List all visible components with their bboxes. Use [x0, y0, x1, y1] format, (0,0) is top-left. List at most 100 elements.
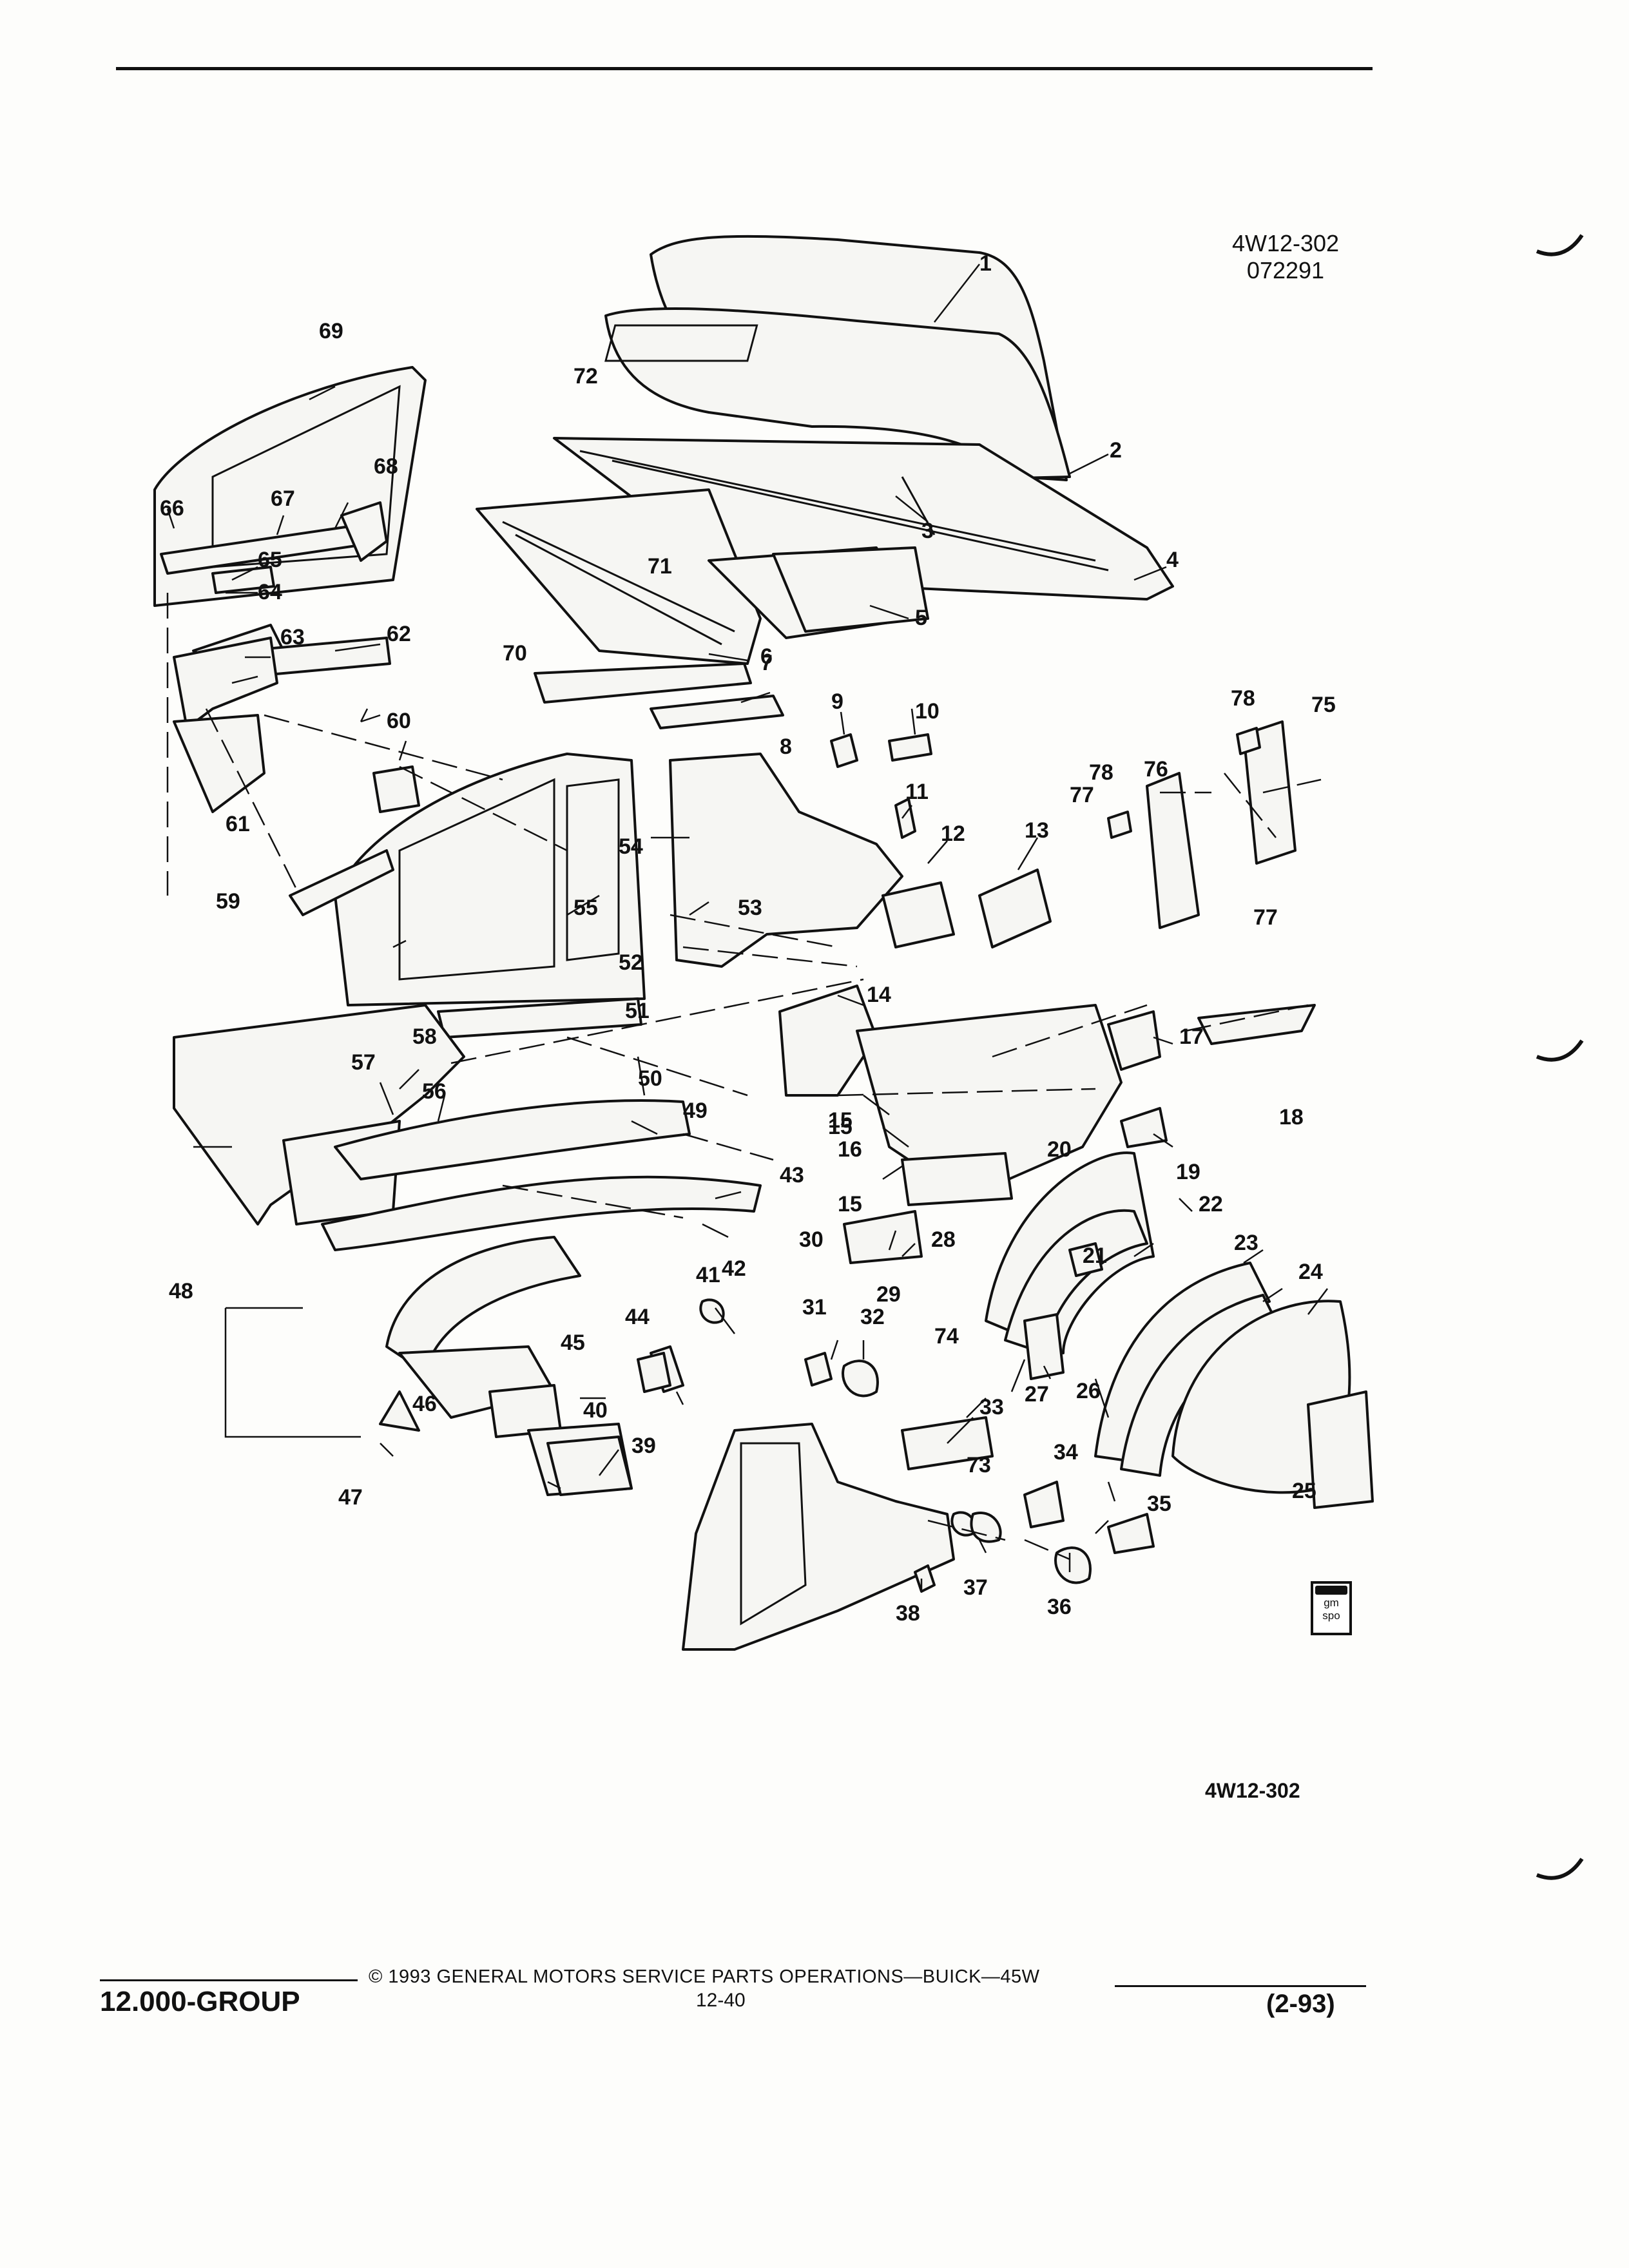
scan-mark-2 [1536, 1039, 1584, 1062]
callout-63: 63 [280, 625, 305, 649]
quarter-inner-group [173, 1004, 762, 1496]
callout-15b: 15 [838, 1192, 862, 1216]
top-rule [116, 67, 1373, 70]
callout-67: 67 [271, 486, 295, 511]
callout-65: 65 [258, 548, 282, 572]
callout-70: 70 [503, 641, 527, 666]
callout-69: 69 [319, 319, 343, 343]
callout-48: 48 [169, 1279, 193, 1303]
callout-72: 72 [574, 364, 598, 389]
callout-45: 45 [561, 1331, 585, 1355]
callout-77a: 77 [1070, 783, 1094, 807]
footer-group: 12.000-GROUP [100, 1986, 300, 2017]
rear-brackets-group [830, 720, 1296, 948]
callout-21: 21 [1083, 1244, 1107, 1268]
diagram-footer-code: 4W12-302 [1205, 1779, 1300, 1802]
body-side-group [173, 637, 903, 1039]
footer-rule-left [100, 1979, 358, 1981]
callout-19: 19 [1176, 1160, 1200, 1184]
callout-76: 76 [1144, 757, 1168, 782]
callout-71: 71 [648, 554, 672, 579]
callout-44: 44 [625, 1305, 650, 1329]
callout-5: 5 [915, 606, 927, 630]
callout-68: 68 [374, 454, 398, 479]
callout-49: 49 [683, 1099, 708, 1123]
callout-66: 66 [160, 496, 184, 521]
callout-58: 58 [412, 1024, 437, 1049]
callout-57: 57 [351, 1050, 376, 1075]
footer-revision: (2-93) [1266, 1990, 1335, 2018]
callout-12: 12 [941, 822, 965, 846]
callout-18: 18 [1279, 1105, 1304, 1129]
callout-64: 64 [258, 580, 282, 604]
callout-74: 74 [934, 1324, 959, 1349]
callout-62: 62 [387, 622, 411, 646]
callout-16: 16 [838, 1137, 862, 1162]
scan-mark-3 [1536, 1858, 1584, 1880]
callout-38: 38 [896, 1601, 920, 1626]
callout-43: 43 [780, 1163, 804, 1187]
callout-33: 33 [979, 1395, 1004, 1419]
callout-32: 32 [860, 1305, 885, 1329]
callout-37: 37 [963, 1575, 988, 1600]
callout-7: 7 [760, 651, 773, 675]
callout-25: 25 [1292, 1479, 1316, 1503]
callout-6: 6 [760, 644, 773, 669]
callout-30: 30 [799, 1227, 824, 1252]
callout-13: 13 [1025, 818, 1049, 843]
callout-23: 23 [1234, 1231, 1258, 1255]
callout-60: 60 [387, 709, 411, 733]
gm-spo-logo: gm spo [1311, 1581, 1352, 1635]
callout-53: 53 [738, 896, 762, 920]
callout-17: 17 [1179, 1024, 1204, 1049]
callout-3: 3 [921, 519, 934, 543]
callout-35: 35 [1147, 1492, 1171, 1516]
callout-73: 73 [967, 1453, 991, 1477]
callout-47: 47 [338, 1485, 363, 1510]
callout-50: 50 [638, 1066, 662, 1091]
logo-text-bottom: spo [1322, 1610, 1340, 1622]
callout-29: 29 [876, 1282, 901, 1307]
callout-36: 36 [1047, 1595, 1072, 1619]
callout-9: 9 [831, 689, 843, 714]
callout-22: 22 [1199, 1192, 1223, 1216]
callout-59: 59 [216, 889, 240, 914]
scan-mark-1 [1536, 234, 1584, 256]
rear-quarter-group [778, 985, 1374, 1509]
callout-56: 56 [422, 1079, 447, 1104]
footer-copyright: © 1993 GENERAL MOTORS SERVICE PARTS OPER… [369, 1966, 1040, 1987]
callout-2: 2 [1110, 438, 1122, 463]
roof-group [476, 235, 1174, 729]
callout-4: 4 [1166, 548, 1179, 572]
callout-26: 26 [1076, 1379, 1101, 1403]
callout-54: 54 [619, 834, 643, 859]
drawing-code: 4W12-302 [1231, 230, 1340, 256]
callout-31: 31 [802, 1295, 827, 1320]
callout-15a: 15 [828, 1108, 853, 1133]
callout-46: 46 [412, 1392, 437, 1416]
callout-10: 10 [915, 699, 940, 724]
callout-78b: 78 [1089, 760, 1113, 785]
callout-52: 52 [619, 950, 643, 975]
logo-text-top: gm [1324, 1597, 1339, 1609]
callout-39: 39 [631, 1434, 656, 1458]
leader-lines [166, 264, 1328, 1591]
footer-rule-right [1115, 1985, 1366, 1987]
callout-34: 34 [1054, 1440, 1078, 1465]
footer-page-number: 12-40 [696, 1990, 746, 2011]
callout-42: 42 [722, 1256, 746, 1281]
logo-bar [1315, 1586, 1347, 1595]
callout-labels: 1 2 3 4 5 6 7 8 9 10 11 12 13 14 15 15 1… [160, 251, 1336, 1802]
callout-78a: 78 [1231, 686, 1255, 711]
callout-41: 41 [696, 1263, 720, 1287]
callout-61: 61 [226, 812, 250, 836]
callout-20: 20 [1047, 1137, 1072, 1162]
callout-55: 55 [574, 896, 598, 920]
callout-77b: 77 [1253, 905, 1278, 930]
callout-40: 40 [583, 1398, 608, 1423]
callout-11: 11 [905, 780, 929, 804]
callout-27: 27 [1025, 1382, 1049, 1407]
drawing-date: 072291 [1246, 257, 1325, 284]
callout-1: 1 [979, 251, 992, 276]
